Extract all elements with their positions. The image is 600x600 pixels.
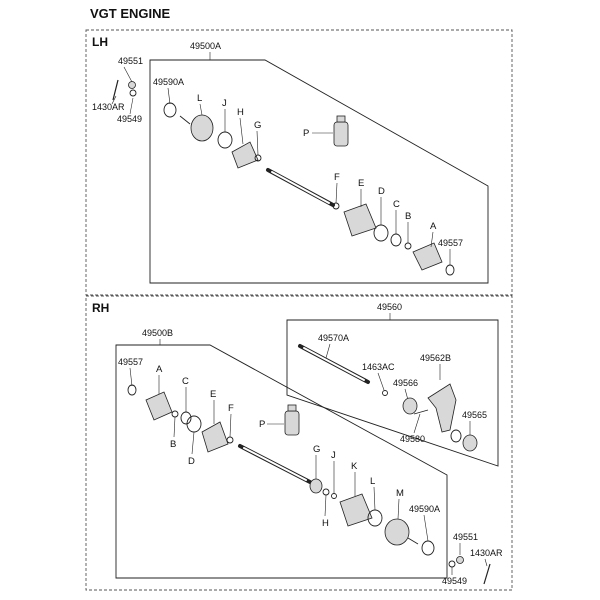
rh-cap-part <box>462 434 478 452</box>
rh-bearing-part <box>402 397 418 415</box>
lh-washer-number: 49549 <box>117 114 142 124</box>
lh-clamp-j-part <box>217 131 233 149</box>
rh-shaft-bolt-number: 1463AC <box>362 362 395 372</box>
rh-letter-g: G <box>313 444 320 455</box>
lh-letter-a: A <box>430 221 437 232</box>
lh-letter-j: J <box>222 98 227 109</box>
rh-letter-d: D <box>188 456 195 467</box>
lh-letter-e: E <box>358 178 364 189</box>
lh-letter-f: F <box>334 172 340 183</box>
rh-shaft-assy-number: 49560 <box>377 302 402 312</box>
lh-letter-d: D <box>378 186 385 197</box>
rh-shaft-assembly-frame <box>286 319 499 467</box>
rh-shaft-number: 49570A <box>318 333 349 343</box>
lh-bolt-part <box>112 79 119 101</box>
lh-outer-joint-number: 49590A <box>153 77 184 87</box>
rh-letter-e: E <box>210 389 216 400</box>
lh-assembly-frame <box>149 59 489 284</box>
lh-nut-part <box>128 81 136 89</box>
rh-washer-part <box>448 560 456 568</box>
rh-inner-joint-number: 49557 <box>118 357 143 367</box>
rh-letter-j: J <box>331 450 336 461</box>
rh-letter-f: F <box>228 403 234 414</box>
rh-bracket-number: 49562B <box>420 353 451 363</box>
lh-outer-joint-part <box>190 114 214 142</box>
lh-letter-h: H <box>237 107 244 118</box>
rh-boot-k-part <box>339 493 373 527</box>
rh-grease-letter: P <box>259 419 265 430</box>
lh-clamp-c-part <box>390 233 402 247</box>
lh-letter-l: L <box>197 93 202 104</box>
rh-inner-joint-part <box>145 391 173 421</box>
rh-circlip-part <box>413 409 429 415</box>
rh-clamp-j-part <box>331 493 337 499</box>
lh-grease-letter: P <box>303 128 309 139</box>
rh-circlip-number: 49580 <box>400 434 425 444</box>
lh-washer-part <box>129 89 137 97</box>
rh-section-label: RH <box>92 301 109 315</box>
diagram-title: VGT ENGINE <box>90 6 171 21</box>
lh-letter-g: G <box>254 120 261 131</box>
lh-inner-joint-number: 49557 <box>438 238 463 248</box>
rh-shaft-bolt-part <box>382 390 388 396</box>
rh-bolt-part <box>483 563 491 585</box>
rh-clamp-d-part <box>186 415 202 433</box>
rh-assy-number: 49500B <box>142 328 173 338</box>
lh-letter-c: C <box>393 199 400 210</box>
rh-seal-part <box>450 429 462 443</box>
lh-section-frame <box>85 29 513 296</box>
lh-boot-h-part <box>231 141 259 169</box>
lh-assy-number: 49500A <box>190 41 221 51</box>
lh-section-label: LH <box>92 35 108 49</box>
rh-outer-joint-number: 49590A <box>409 504 440 514</box>
rh-outer-joint-ring <box>421 540 435 556</box>
lh-grease-part <box>333 121 349 147</box>
lh-nut-number: 49551 <box>118 56 143 66</box>
rh-cap-number: 49565 <box>462 410 487 420</box>
lh-grease-cap <box>336 115 346 123</box>
rh-clamp-b-part <box>171 410 179 418</box>
lh-outer-joint-ring <box>163 102 177 118</box>
rh-clamp-f-part <box>226 436 234 444</box>
rh-letter-l: L <box>370 476 375 487</box>
rh-clamp-h-part <box>322 488 330 496</box>
rh-section-frame <box>85 295 513 591</box>
lh-bolt-number: 1430AR <box>92 102 125 112</box>
rh-nut-number: 49551 <box>453 532 478 542</box>
lh-inner-joint-ring <box>445 264 455 276</box>
rh-grease-part <box>284 410 300 436</box>
rh-nut-part <box>456 556 464 564</box>
rh-grease-cap <box>287 404 297 412</box>
rh-letter-h: H <box>322 518 329 529</box>
lh-inner-joint-part <box>412 242 443 271</box>
rh-clamp-g-part <box>309 478 323 494</box>
rh-assembly-frame <box>115 344 448 579</box>
rh-letter-b: B <box>170 439 176 450</box>
rh-inner-joint-ring <box>127 384 137 396</box>
rh-bracket-part <box>427 383 457 433</box>
rh-boot-e-part <box>201 421 229 453</box>
lh-clamp-b-part <box>404 242 412 250</box>
rh-washer-number: 49549 <box>442 576 467 586</box>
rh-letter-a: A <box>156 364 163 375</box>
rh-outer-stub <box>407 537 419 545</box>
lh-outer-stub <box>179 115 191 125</box>
rh-letter-k: K <box>351 461 358 472</box>
lh-boot-e-part <box>343 203 377 237</box>
rh-bearing-number: 49566 <box>393 378 418 388</box>
lh-clamp-d-part <box>373 224 389 242</box>
rh-bolt-number: 1430AR <box>470 548 503 558</box>
rh-letter-c: C <box>182 376 189 387</box>
rh-letter-m: M <box>396 488 404 499</box>
lh-letter-b: B <box>405 211 411 222</box>
rh-outer-joint-part <box>384 518 410 546</box>
